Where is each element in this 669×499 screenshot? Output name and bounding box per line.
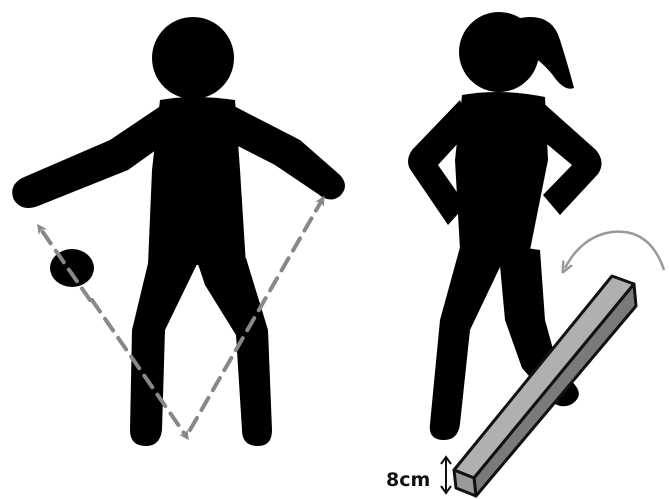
balance-beam xyxy=(454,276,636,496)
left-figure-right-arm xyxy=(228,103,345,200)
left-figure-head xyxy=(152,17,234,99)
beam-side-face xyxy=(474,284,636,496)
left-stick-figure xyxy=(12,17,345,446)
right-figure-standing-leg xyxy=(430,240,510,440)
rotation-arrow-icon xyxy=(565,232,664,270)
beam-height-label: 8cm xyxy=(386,469,430,491)
right-figure-torso xyxy=(455,92,548,250)
left-figure-left-arm xyxy=(12,103,170,208)
left-figure-right-leg xyxy=(196,258,272,446)
left-figure-left-leg xyxy=(130,255,200,446)
beam-height-indicator xyxy=(441,457,451,493)
